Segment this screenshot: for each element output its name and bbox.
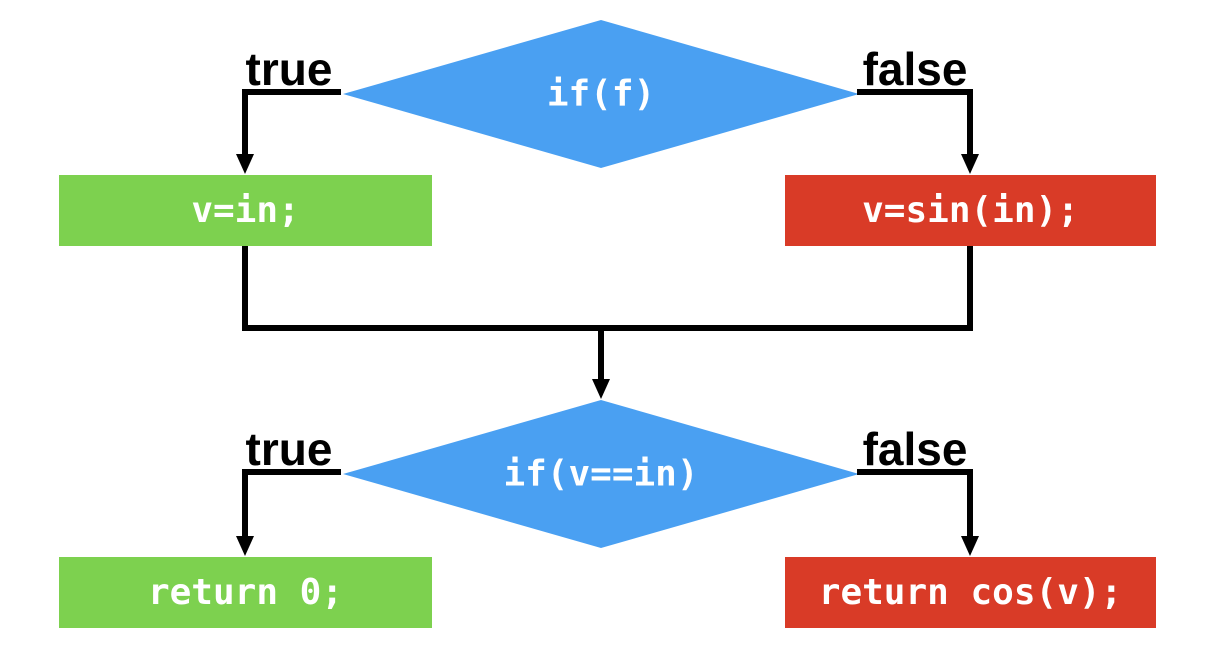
return-box-false: return cos(v); (785, 557, 1156, 628)
edge-d1-true (242, 89, 341, 156)
arrowhead-d2-true (236, 536, 254, 556)
edge-label-true-1: true (245, 43, 333, 95)
process-box-true-assign: v=in; (59, 175, 432, 246)
edge-d2-true (242, 469, 341, 538)
arrowhead-d1-true (236, 154, 254, 174)
arrowhead-merge (592, 379, 610, 399)
edge-label-true-2: true (245, 423, 333, 475)
decision-2-label: if(v==in) (503, 453, 699, 495)
edge-d1-false (857, 89, 973, 156)
process-box-false-assign: v=sin(in); (785, 175, 1156, 246)
process-box-true-assign-label: v=in; (191, 190, 300, 231)
decision-2-diamond (343, 400, 859, 548)
edge-label-false-2: false (862, 423, 968, 475)
return-box-true: return 0; (59, 557, 432, 628)
arrowhead-d1-false (961, 154, 979, 174)
return-box-true-label: return 0; (147, 572, 344, 613)
edge-merge (242, 246, 973, 331)
edge-d2-false (857, 469, 973, 538)
arrowhead-d2-false (961, 536, 979, 556)
decision-1-label: if(f) (546, 73, 656, 115)
decision-1-diamond (343, 20, 859, 168)
process-box-false-assign-label: v=sin(in); (862, 190, 1079, 231)
return-box-false-label: return cos(v); (818, 572, 1123, 613)
edge-label-false-1: false (862, 43, 968, 95)
